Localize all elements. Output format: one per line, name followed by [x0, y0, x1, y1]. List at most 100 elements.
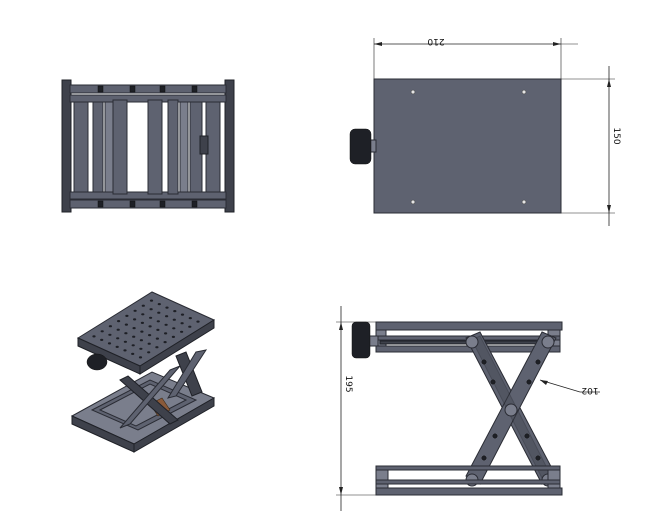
front-arm-bolts [481, 359, 541, 461]
iso-plate-hole [156, 328, 160, 331]
side-view-top-rail [69, 84, 227, 94]
front-arm-bolt [535, 359, 541, 365]
iso-plate-hole [165, 306, 169, 309]
front-arm-bolt [535, 455, 541, 461]
iso-plate-hole [148, 325, 152, 328]
front-base-plate [375, 487, 563, 496]
iso-plate-hole [132, 327, 136, 330]
front-arm-bolt [524, 433, 530, 439]
iso-scissor-arm-4 [166, 349, 208, 399]
side-view-member-5 [147, 99, 163, 195]
side-view-member-4 [112, 99, 128, 195]
iso-knob [86, 353, 108, 371]
front-knob [351, 321, 371, 359]
iso-plate-hole [188, 325, 192, 328]
front-pivot-top-right [541, 335, 555, 349]
iso-plate-hole [180, 322, 184, 325]
side-view-member-7 [179, 101, 189, 193]
iso-plate-hole [172, 318, 176, 321]
iso-plate-hole [163, 341, 167, 344]
iso-top-plate-side [139, 319, 215, 375]
iso-plate-hole [149, 316, 153, 319]
front-view: 195 102 [336, 306, 600, 511]
side-view [61, 79, 235, 213]
iso-plate-hole [141, 304, 145, 307]
iso-plate-hole [165, 315, 169, 318]
front-arm-bolt [481, 359, 487, 365]
iso-plate-hole [108, 333, 112, 336]
iso-plate-hole [123, 340, 127, 343]
iso-plate-hole [164, 323, 168, 326]
callout-label: 102 [581, 385, 598, 395]
depth-dimension-label: 150 [611, 127, 621, 144]
iso-plate-hole [124, 323, 128, 326]
iso-plate-hole [196, 320, 200, 323]
iso-plate-hole [147, 342, 151, 345]
iso-plate-hole [125, 314, 129, 317]
iso-plate-hole [180, 330, 184, 333]
front-pivot-top-left [465, 335, 479, 349]
iso-plate-hole [117, 320, 121, 323]
iso-plate-hole [108, 325, 112, 328]
iso-plate-hole [172, 327, 176, 330]
iso-plate-hole [157, 303, 161, 306]
front-lead-screw [379, 340, 551, 345]
iso-plate-hole [107, 342, 112, 345]
iso-plate-hole [133, 318, 137, 321]
iso-plate-hole [157, 311, 161, 314]
top-view: 210 150 [349, 36, 621, 226]
iso-plate-hole [140, 330, 144, 333]
iso-plate-hole [139, 347, 143, 350]
iso-scissor-arm-2 [119, 365, 181, 429]
iso-plate-hole [155, 337, 159, 340]
iso-plate-hole [124, 332, 128, 335]
side-view-left-post [61, 79, 72, 213]
front-arm-bolt [492, 433, 498, 439]
iso-plate-hole [156, 320, 160, 323]
side-view-knob [199, 135, 209, 155]
iso-plate-hole [173, 310, 177, 313]
height-dimension-label: 195 [343, 375, 353, 392]
iso-plate-hole [141, 313, 145, 316]
side-view-member-2 [92, 101, 104, 193]
front-pivot-center [504, 403, 518, 417]
iso-plate-hole [132, 335, 136, 338]
front-arm-bolt [526, 379, 532, 385]
iso-plate-hole [100, 338, 104, 341]
iso-plate-hole [155, 346, 159, 349]
iso-plate-hole [131, 344, 135, 347]
top-view-knob [349, 128, 372, 165]
iso-plate-hole [115, 345, 119, 348]
side-view-bottom-rail-2 [69, 199, 227, 209]
iso-plate-hole [188, 317, 192, 320]
top-view-plate [373, 78, 562, 214]
iso-plate-hole [131, 352, 135, 355]
iso-base-side [133, 397, 215, 453]
iso-plate-hole [100, 330, 104, 333]
side-view-member-3 [104, 101, 114, 193]
side-view-member-1 [73, 101, 89, 193]
iso-plate-hole [171, 335, 175, 338]
front-arm-bolt [490, 379, 496, 385]
width-dimension-label: 210 [427, 36, 444, 46]
iso-plate-hole [123, 349, 127, 352]
iso-plate-hole [139, 339, 143, 342]
iso-hole-grid [92, 299, 200, 359]
iso-plate-hole [133, 309, 137, 312]
iso-plate-hole [116, 337, 120, 340]
side-view-right-post [224, 79, 235, 213]
iso-plate-hole [164, 332, 168, 335]
side-view-member-6 [167, 99, 179, 195]
isometric-view [70, 291, 216, 453]
iso-plate-hole [149, 299, 154, 302]
iso-plate-hole [92, 335, 96, 338]
front-arm-bolt [481, 455, 487, 461]
iso-plate-hole [138, 356, 143, 359]
iso-plate-hole [148, 334, 152, 337]
iso-plate-hole [147, 351, 151, 354]
iso-plate-hole [116, 328, 120, 331]
iso-plate-hole [140, 321, 144, 324]
iso-plate-hole [180, 313, 185, 316]
iso-plate-hole [149, 308, 153, 311]
